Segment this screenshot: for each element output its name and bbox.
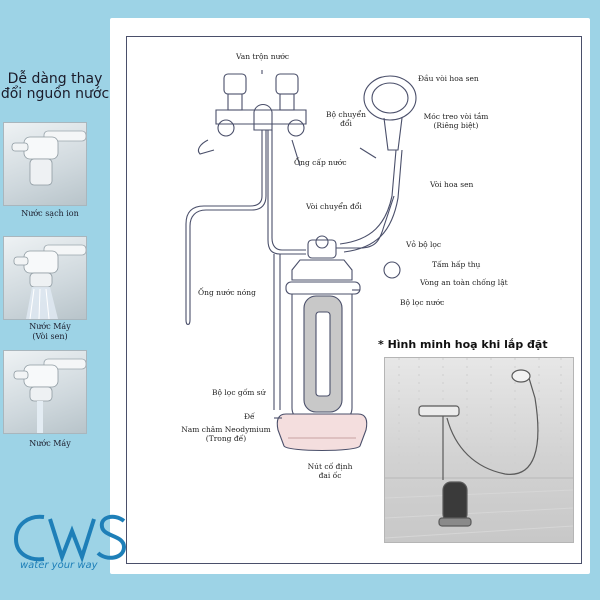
diverter-tap <box>307 239 337 259</box>
supply-pipe-inner <box>271 130 306 251</box>
label-hook-line1: Móc treo vòi tắm <box>423 112 489 121</box>
label-base: Đế <box>244 412 255 421</box>
faucet-tap-icon <box>13 358 86 433</box>
shower-head-face <box>371 82 409 114</box>
caption-tap-shower-line2: (Vòi sen) <box>32 332 68 341</box>
diverter-body <box>253 103 273 131</box>
install-title: * Hình minh hoạ khi lắp đặt <box>378 338 548 351</box>
caption-tap-water: Nước Máy <box>0 439 100 449</box>
filter-cap <box>291 259 353 281</box>
label-absorber: Tấm hấp thụ <box>432 260 481 269</box>
left-title: Dễ dàng thay đổi nguồn nước <box>0 72 110 102</box>
label-ceramic-filter: Bộ lọc gốm sứ <box>212 388 266 397</box>
label-diverter-tap: Vòi chuyển đổi <box>306 202 362 211</box>
caption-tap-water-line1: Nước Máy <box>29 439 71 448</box>
label-diverter-line2: đổi <box>340 119 352 128</box>
valve-stem-left <box>227 93 243 111</box>
label-nut-line1: Nút cố định <box>307 462 353 471</box>
label-hot-pipe: Ống nước nóng <box>198 288 256 297</box>
install-illustration <box>384 357 574 543</box>
label-magnet-line2: (Trong đế) <box>205 434 247 443</box>
label-filter-housing: Vỏ bộ lọc <box>406 240 442 249</box>
filter-ring <box>285 281 361 295</box>
label-hook: Móc treo vòi tắm (Riêng biệt) <box>420 112 492 130</box>
label-safety-ring: Vòng an toàn chống lật <box>420 278 508 287</box>
faucet-shower-icon <box>13 244 86 319</box>
label-nut-line2: đai ốc <box>318 471 342 480</box>
valve-joint-left <box>217 119 235 137</box>
caption-ion-water: Nước sạch ion <box>0 209 100 219</box>
caption-tap-shower: Nước Máy (Vòi sen) <box>0 322 100 342</box>
label-shower-head: Đầu vòi hoa sen <box>418 74 479 83</box>
valve-knob-right <box>275 73 299 95</box>
label-shower-hose: Vòi hoa sen <box>430 180 474 189</box>
spout <box>197 139 215 155</box>
photo-tap-water <box>3 350 87 434</box>
brand-tagline: water your way <box>20 560 98 571</box>
filter-base <box>276 413 368 452</box>
supply-pipe <box>267 130 306 255</box>
label-nut: Nút cố định đai ốc <box>302 462 358 480</box>
label-magnet-line1: Nam châm Neodymium <box>181 425 271 434</box>
leader-supply <box>291 139 301 167</box>
label-diverter: Bộ chuyển đổi <box>324 110 368 128</box>
shower-hose <box>339 149 397 245</box>
valve-stem-right <box>279 93 295 111</box>
shower-head <box>363 75 417 121</box>
photo-ion-water <box>3 122 87 206</box>
filter-core <box>315 311 331 397</box>
safety-ring-icon <box>383 261 401 279</box>
install-scene <box>385 358 573 539</box>
label-diverter-line1: Bộ chuyển <box>326 110 366 119</box>
label-supply-pipe: Ống cấp nước <box>294 158 347 167</box>
valve-body <box>215 109 307 125</box>
caption-ion-water-line1: Nước sạch ion <box>21 209 79 218</box>
shower-hose-outer <box>343 149 403 253</box>
ceramic-filter-pipe <box>273 254 281 410</box>
diverter-tap-knob <box>315 235 329 249</box>
caption-tap-shower-line1: Nước Máy <box>29 322 71 331</box>
label-magnet: Nam châm Neodymium (Trong đế) <box>178 425 274 443</box>
valve-knob-left <box>223 73 247 95</box>
faucet-ion-icon <box>11 130 86 186</box>
left-title-line2: đổi nguồn nước <box>0 86 110 102</box>
cws-logo-icon <box>13 514 127 564</box>
valve-joint-right <box>287 119 305 137</box>
shower-handle <box>383 117 403 151</box>
hot-water-pipe <box>185 130 267 326</box>
leader-hook <box>359 147 377 159</box>
left-title-line1: Dễ dàng thay <box>7 71 103 87</box>
diagram-frame <box>126 36 582 564</box>
label-water-filter: Bộ lọc nước <box>400 298 445 307</box>
label-mixing-valve: Van trộn nước <box>236 52 290 61</box>
photo-tap-shower <box>3 236 87 320</box>
label-hook-line2: (Riêng biệt) <box>433 121 479 130</box>
diagram-lines <box>185 70 417 452</box>
